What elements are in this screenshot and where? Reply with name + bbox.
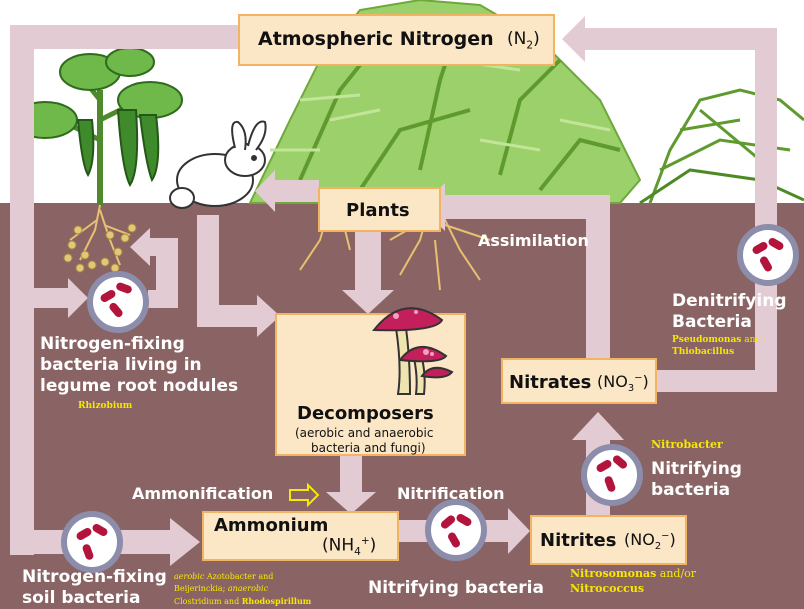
soil-species-line-2: Beijerinckia; anaerobic — [174, 584, 269, 593]
nitrates-formula: (NO3−) — [597, 372, 649, 395]
nitrifying-bacteria-right-label-2: bacteria — [651, 480, 731, 500]
atmospheric-nitrogen-box: Atmospheric Nitrogen (N2) — [238, 14, 555, 66]
legume-plant — [12, 47, 183, 205]
nitrites-box: Nitrites (NO2−) — [530, 515, 687, 565]
ammonium-formula: (NH4+) — [322, 535, 377, 559]
bacteria-cell-nitrification — [425, 499, 487, 561]
nitrifying-bacteria-bottom-label: Nitrifying bacteria — [368, 578, 544, 598]
atmospheric-nitrogen-label: Atmospheric Nitrogen — [258, 28, 494, 50]
decomposers-box: Decomposers (aerobic and anaerobic bacte… — [275, 313, 466, 456]
nitrites-formula: (NO2−) — [624, 530, 676, 553]
rabbit — [169, 120, 267, 209]
nitrates-label: Nitrates — [509, 372, 592, 393]
bacteria-cell-nitrobacter — [581, 444, 643, 506]
decomposers-label: Decomposers — [297, 403, 434, 424]
legume-roots — [69, 204, 131, 266]
bacteria-cell-denitrifying — [737, 224, 799, 286]
rhizobium-label: Rhizobium — [78, 401, 133, 411]
decomposers-desc-2: bacteria and fungi) — [311, 441, 426, 455]
nitrates-box: Nitrates (NO3−) — [501, 358, 657, 404]
denitrifying-species-line-2: Thiobacillus — [672, 347, 735, 357]
soil-bacteria-label-1: Nitrogen-fixing — [22, 567, 167, 587]
legume-bacteria-label-1: Nitrogen-fixing — [40, 334, 185, 354]
ammonium-box: Ammonium (NH4+) — [202, 511, 399, 561]
ammonium-label: Ammonium — [214, 515, 329, 536]
ammonification-arrow — [289, 482, 320, 508]
nitrifying-bacteria-right-label-1: Nitrifying — [651, 459, 742, 479]
bacteria-cell-soil — [61, 511, 123, 573]
nitrosomonas-line-2: Nitrococcus — [570, 582, 645, 595]
atmospheric-nitrogen-formula: (N2) — [507, 29, 540, 52]
nitrosomonas-line-1: Nitrosomonas and/or — [570, 567, 697, 580]
legume-bacteria-label-2: bacteria living in — [40, 355, 202, 375]
nitrites-label: Nitrites — [540, 530, 617, 551]
soil-species-line-3: Clostridium and Rhodospirillum — [174, 596, 312, 606]
mushroom-icon — [371, 307, 454, 395]
soil-species-line-1: aerobic Azotobacter and — [174, 572, 274, 581]
denitrifying-label-1: Denitrifying — [672, 291, 787, 311]
plants-box: Plants — [318, 187, 441, 232]
legume-bacteria-label-3: legume root nodules — [40, 376, 239, 396]
denitrifying-label-2: Bacteria — [672, 312, 752, 332]
nitrobacter-label: Nitrobacter — [651, 438, 723, 451]
nitrification-label: Nitrification — [397, 484, 505, 503]
plants-label: Plants — [346, 200, 410, 221]
bacteria-cell-legume — [87, 271, 149, 333]
assimilation-label: Assimilation — [478, 231, 589, 250]
denitrifying-species-line-1: Pseudomonas and — [672, 335, 762, 345]
soil-bacteria-label-2: soil bacteria — [22, 588, 141, 608]
ammonification-label: Ammonification — [132, 484, 274, 503]
right-plant — [639, 88, 804, 205]
decomposers-desc-1: (aerobic and anaerobic — [295, 426, 434, 440]
